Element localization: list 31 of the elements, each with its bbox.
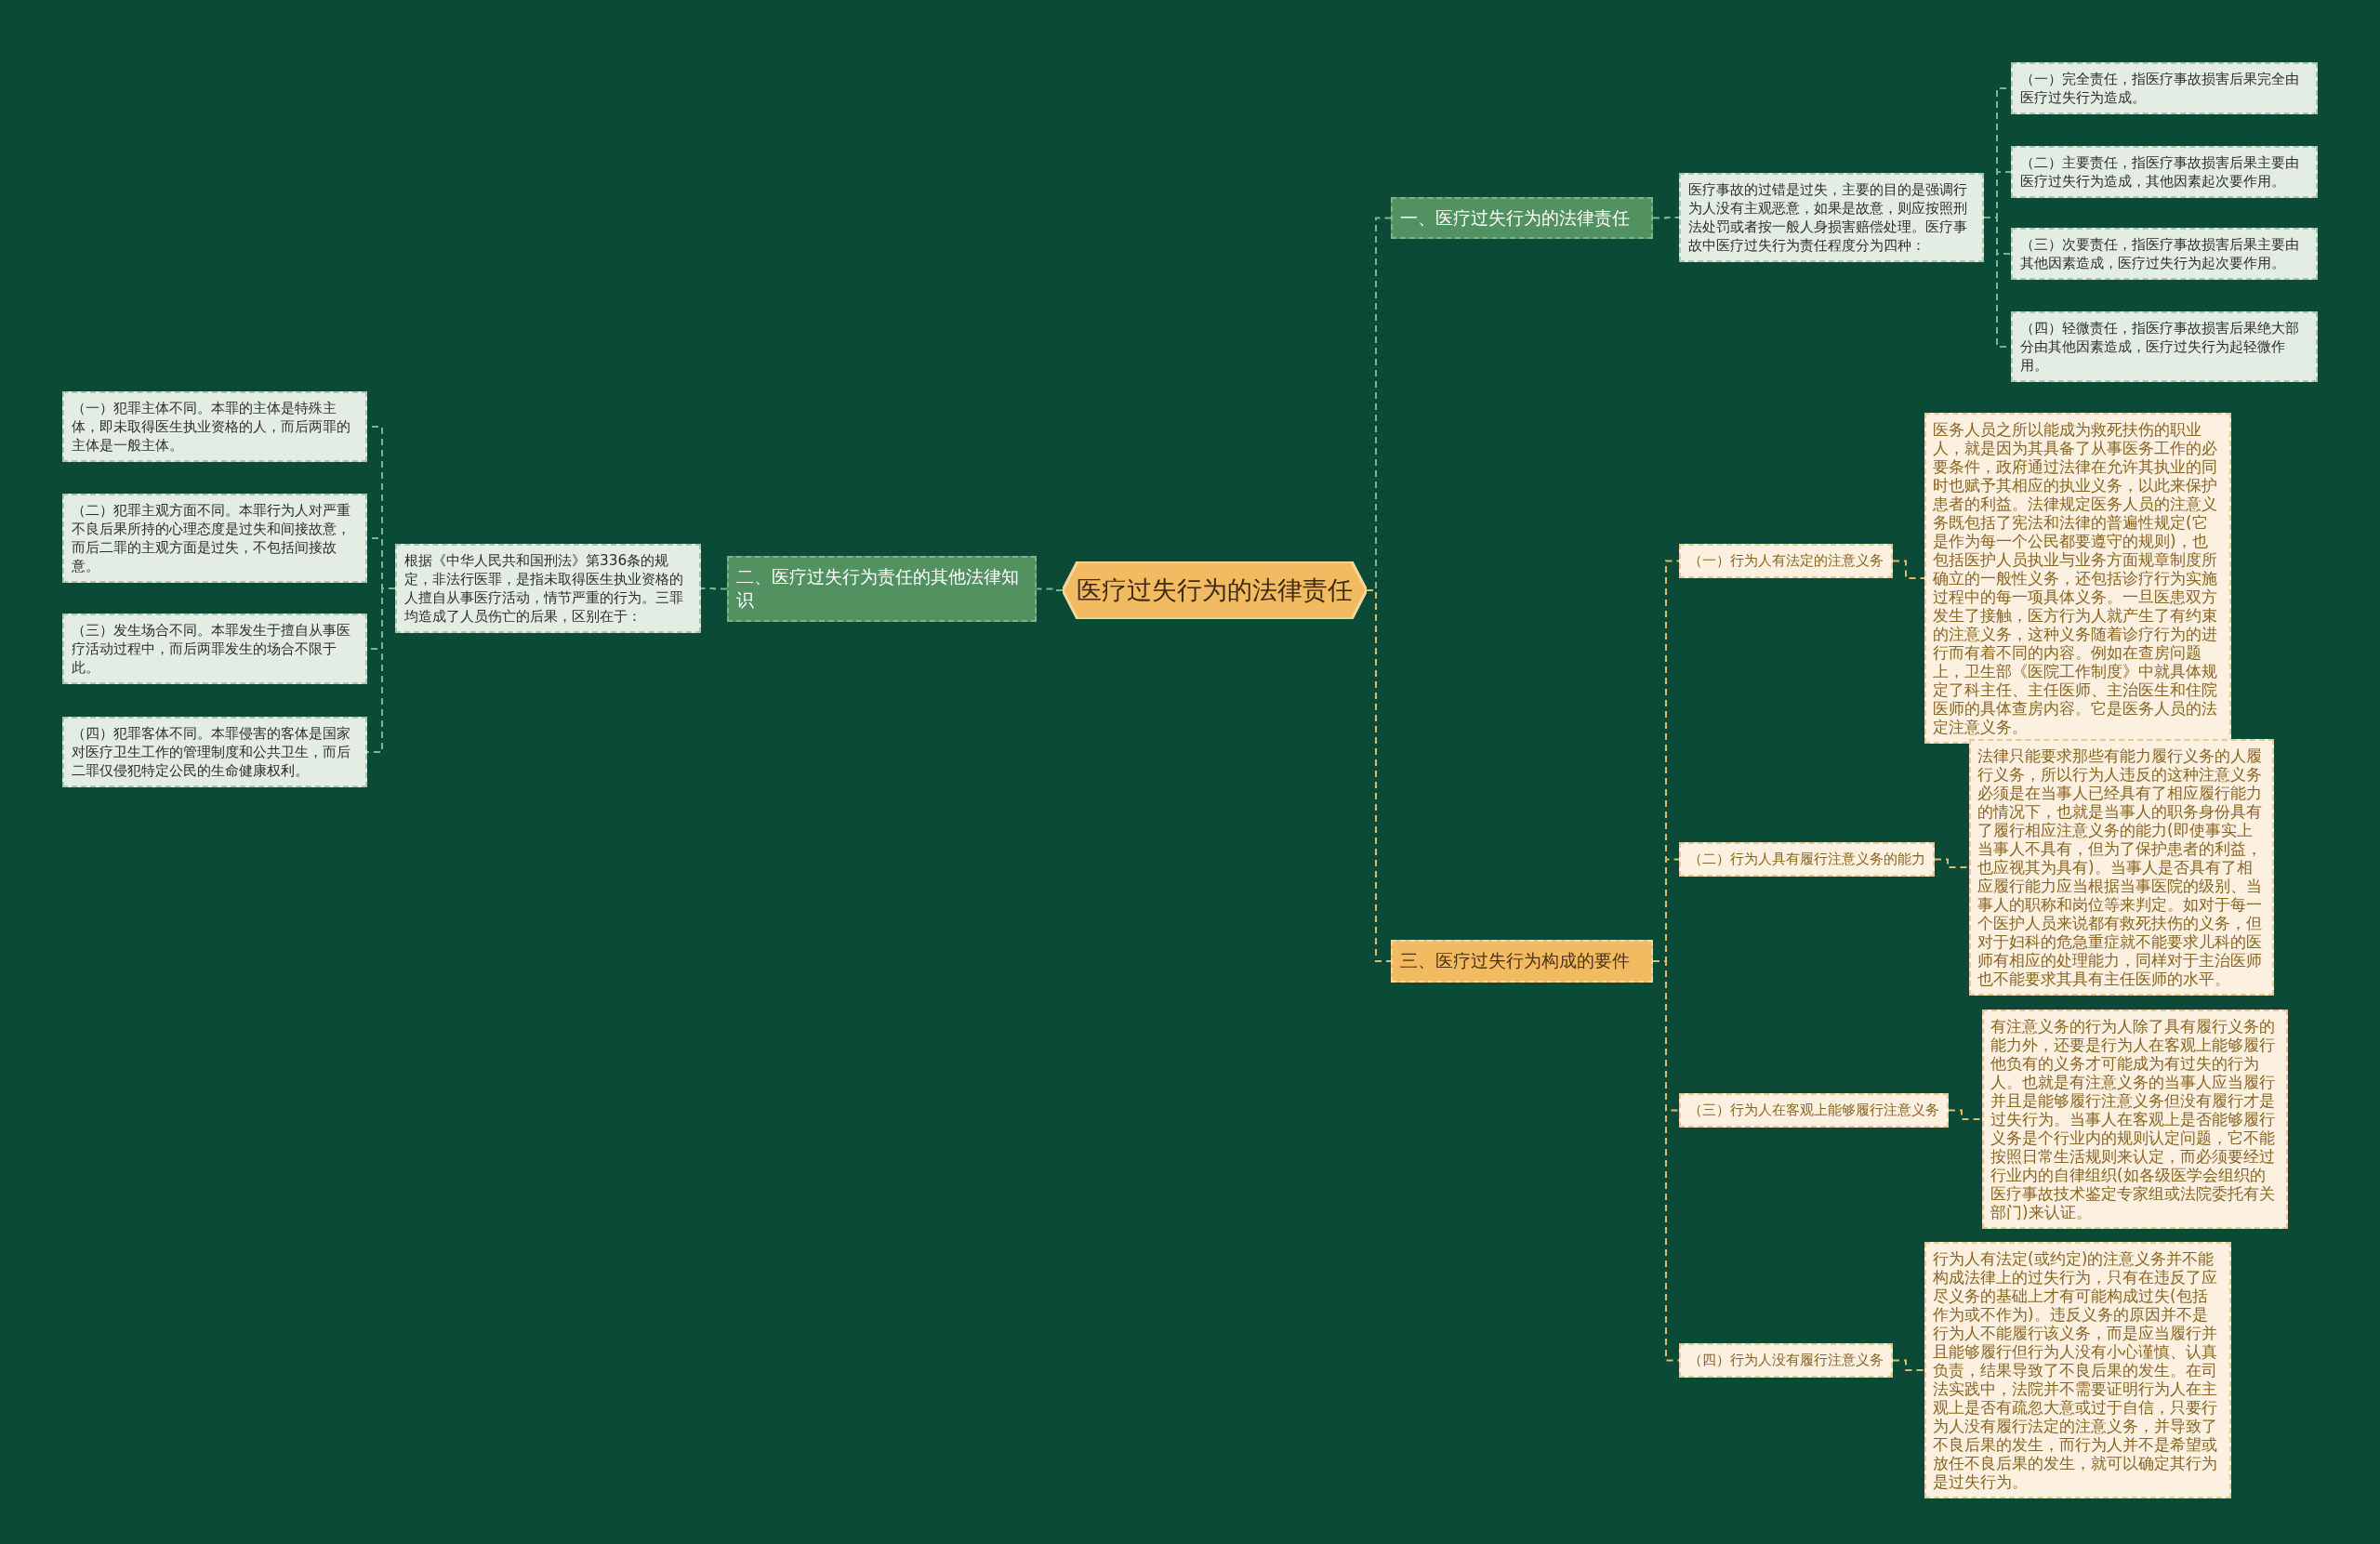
connector-line [700,587,728,590]
text-box: 根据《中华人民共和国刑法》第336条的规定，非法行医罪，是指未取得医生执业资格的人擅自从事医疗活动，情节严重的行为。三罪均造成了人员伤亡的后果，区别在于： [395,544,701,633]
text-box: 医疗事故的过错是过失，主要的目的是强调行为人没有主观恶意，如果是故意，则应按照刑法处罚或者按一般人身损害赔偿处理。医疗事故中医疗过失行为责任程度分为四种： [1679,173,1984,262]
text-box: （四）犯罪客体不同。本罪侵害的客体是国家对医疗卫生工作的管理制度和公共卫生，而后二罪仅侵犯特定公民的生命健康权利。 [62,717,367,787]
connector-line [1036,587,1064,591]
connector-line [1366,589,1392,962]
branch-topic: 三、医疗过失行为构成的要件 [1391,940,1653,983]
connector-line [1934,858,1970,868]
connector-line [1948,1109,1983,1120]
text-box: （一）完全责任，指医疗事故损害后果完全由医疗过失行为造成。 [2011,62,2318,114]
connector-line [366,587,396,753]
central-topic: 医疗过失行为的法律责任 [1063,561,1367,619]
text-box: （四）轻微责任，指医疗事故损害后果绝大部分由其他因素造成，医疗过失行为起轻微作用。 [2011,311,2318,382]
subtopic-box: （一）行为人有法定的注意义务 [1679,544,1893,578]
branch-topic: 一、医疗过失行为的法律责任 [1391,197,1653,239]
text-box: 有注意义务的行为人除了具有履行义务的能力外，还要是行为人在客观上能够履行他负有的义务才可能成为有过失的行为人。也就是有注意义务的当事人应当履行并且是能够履行注意义务但没有履行才是过失行为。当事人在客观上是否能够履行义务是个行业内的规则认定问题，它不能按照日常生活规则来认定，而必须要经过行业内的自律组织(如各级医学会组织的医疗事故技术鉴定专家组或法院委托有关部门)来认证。 [1982,1010,2288,1229]
text-box: 行为人有法定(或约定)的注意义务并不能构成法律上的过失行为，只有在违反了应尽义务的基础上才有可能构成过失(包括作为或不作为)。违反义务的原因并不是行为人不能履行该义务，而是应当履行并且能够履行但行为人没有小心谨慎、认真负责，结果导致了不良后果的发生。在司法实践中，法院并不需要证明行为人在主观上是否有疏忽大意或过于自信，只要行为人没有履行法定的注意义务，并导致了不良后果的发生，而行为人并不是希望或放任不良后果的发生，就可以确定其行为是过失行为。 [1924,1242,2231,1498]
connector-line [1652,217,1680,219]
connector-line [1892,1359,1925,1371]
text-box: （三）次要责任，指医疗事故损害后果主要由其他因素造成，医疗过失行为起次要作用。 [2011,228,2318,280]
subtopic-box: （二）行为人具有履行注意义务的能力 [1679,842,1935,877]
text-box: （三）发生场合不同。本罪发生于擅自从事医疗活动过程中，而后两罪发生的场合不限于此。 [62,614,367,684]
text-box: （二）犯罪主观方面不同。本罪行为人对严重不良后果所持的心理态度是过失和间接故意，而后二罪的主观方面是过失，不包括间接故意。 [62,494,367,583]
text-box: （二）主要责任，指医疗事故损害后果主要由医疗过失行为造成，其他因素起次要作用。 [2011,146,2318,198]
subtopic-box: （三）行为人在客观上能够履行注意义务 [1679,1093,1949,1128]
subtopic-box: （四）行为人没有履行注意义务 [1679,1343,1893,1378]
text-box: 医务人员之所以能成为救死扶伤的职业人，就是因为其具备了从事医务工作的必要条件，政府通过法律在允许其执业的同时也赋予其相应的执业义务，以此来保护患者的利益。法律规定医务人员的注意义务既包括了宪法和法律的普遍性规定(它是作为每一个公民都要遵守的规则)，也包括医护人员执业与业务方面规章制度所确立的一般性义务，还包括诊疗行为实施过程中的每一项具体义务。一旦医患双方发生了接触，医方行为人就产生了有约束的注意义务，这种义务随着诊疗行为的进行而有着不同的内容。例如在查房问题上，卫生部《医院工作制度》中就具体规定了科主任、主任医师、主治医生和住院医师的具体查房内容。它是医务人员的法定注意义务。 [1924,413,2231,744]
branch-topic: 二、医疗过失行为责任的其他法律知识 [727,556,1037,622]
connector-line [1892,560,1925,579]
text-box: （一）犯罪主体不同。本罪的主体是特殊主体，即未取得医生执业资格的人，而后两罪的主体是一般主体。 [62,391,367,462]
text-box: 法律只能要求那些有能力履行义务的人履行义务，所以行为人违反的这种注意义务必须是在当事人已经具有了相应履行能力的情况下，也就是当事人的职务身份具有了履行相应注意义务的能力(即使事实上当事人不具有，但为了保护患者的利益，也应视其为具有)。当事人是否具有了相应履行能力应当根据当事医院的级别、当事人的职称和岗位等来判定。如对于每一个医护人员来说都有救死扶伤的义务，但对于妇科的危急重症就不能要求儿科的医师有相应的处理能力，同样对于主治医师也不能要求其具有主任医师的水平。 [1969,739,2274,996]
